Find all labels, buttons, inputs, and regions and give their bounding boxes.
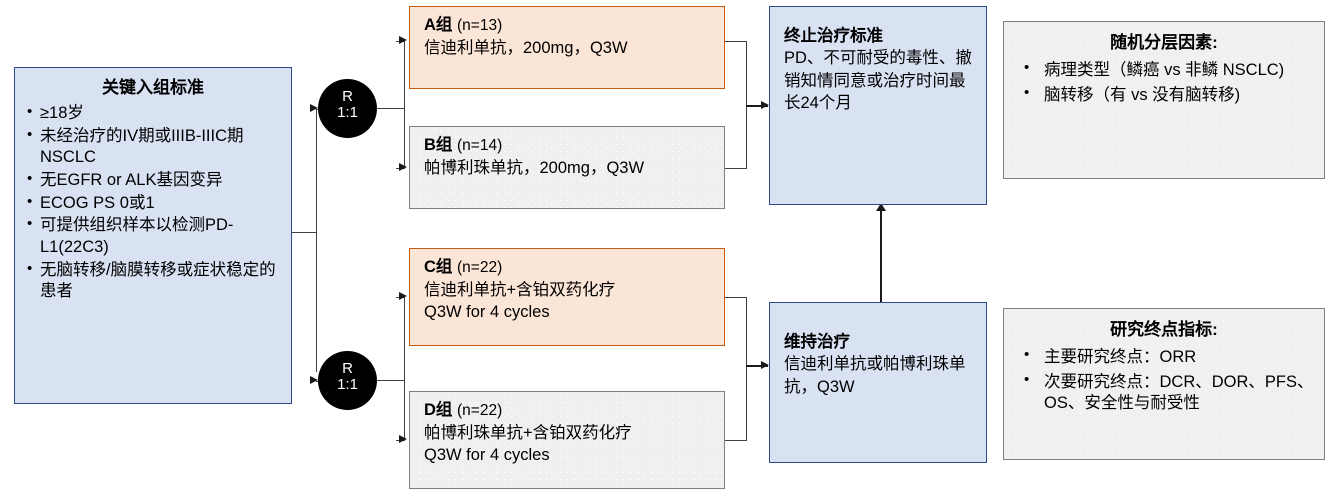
randomization-ratio: 1:1: [337, 104, 358, 122]
list-item: 次要研究终点：DCR、DOR、PFS、OS、安全性与耐受性: [1014, 370, 1314, 416]
termination-title: 终止治疗标准: [784, 27, 883, 45]
arm-c-regimen: 信迪利单抗+含铂双药化疗: [424, 280, 616, 299]
arrow-to-arm-c-icon: [399, 292, 407, 300]
list-item: 无脑转移/脑膜转移或症状稳定的患者: [25, 259, 281, 303]
arm-d-count: (n=22): [457, 402, 503, 419]
arm-b-count: (n=14): [457, 137, 503, 154]
study-endpoints-panel: 研究终点指标: 主要研究终点：ORR 次要研究终点：DCR、DOR、PFS、OS…: [1003, 308, 1325, 460]
stratification-list: 病理类型（鳞癌 vs 非鳞 NSCLC) 脑转移（有 vs 没有脑转移): [1014, 58, 1314, 107]
connector-r2-stub: [377, 380, 405, 381]
arm-c-name: C组: [424, 258, 453, 276]
arrow-to-maintenance-icon: [761, 361, 769, 369]
enrollment-criteria-list: ≥18岁 未经治疗的IV期或IIIB-IIIC期NSCLC 无EGFR or A…: [25, 102, 281, 303]
connector-r1-split: [404, 41, 405, 168]
arrow-to-r2-icon: [310, 376, 318, 384]
stratification-title: 随机分层因素:: [1110, 33, 1218, 52]
connector-armB-out: [725, 168, 747, 169]
arm-c-header: C组 (n=22): [424, 257, 724, 279]
arm-a-name: A组: [424, 16, 453, 34]
list-item: ECOG PS 0或1: [25, 192, 281, 215]
arm-d-schedule: Q3W for 4 cycles: [424, 445, 550, 464]
arrow-to-arm-b-icon: [399, 163, 407, 171]
arm-d-box: D组 (n=22) 帕博利珠单抗+含铂双药化疗 Q3W for 4 cycles: [409, 391, 725, 489]
list-item: 病理类型（鳞癌 vs 非鳞 NSCLC): [1014, 58, 1314, 82]
arrow-up-to-termination-icon: [876, 203, 886, 211]
randomization-ratio: 1:1: [337, 376, 358, 394]
arrow-to-r1-icon: [310, 104, 318, 112]
arm-c-box: C组 (n=22) 信迪利单抗+含铂双药化疗 Q3W for 4 cycles: [409, 248, 725, 346]
connector-ab-to-termination: [746, 105, 768, 107]
arm-d-header: D组 (n=22): [424, 400, 724, 422]
termination-body: PD、不可耐受的毒性、撤销知情同意或治疗时间最长24个月: [784, 49, 972, 113]
arrow-to-arm-a-icon: [399, 36, 407, 44]
arm-b-header: B组 (n=14): [424, 135, 724, 157]
connector-r2-split: [404, 297, 405, 440]
arm-c-count: (n=22): [457, 259, 503, 276]
arm-a-regimen: 信迪利单抗，200mg，Q3W: [424, 38, 628, 57]
connector-enroll-vertical: [316, 109, 317, 372]
list-item: 脑转移（有 vs 没有脑转移): [1014, 83, 1314, 107]
connector-enroll-stub: [292, 232, 317, 233]
maintenance-body: 信迪利单抗或帕博利珠单抗，Q3W: [784, 355, 966, 396]
arm-b-name: B组: [424, 136, 453, 154]
randomization-circle-bottom: R 1:1: [318, 351, 377, 410]
arm-d-name: D组: [424, 401, 453, 419]
connector-armD-out: [725, 440, 747, 441]
list-item: 未经治疗的IV期或IIIB-IIIC期NSCLC: [25, 125, 281, 169]
arrow-to-termination-icon: [761, 101, 769, 109]
randomization-label: R: [342, 88, 353, 105]
stratification-factors-panel: 随机分层因素: 病理类型（鳞癌 vs 非鳞 NSCLC) 脑转移（有 vs 没有…: [1003, 21, 1325, 179]
connector-r1-stub: [377, 108, 405, 109]
connector-cd-merge: [746, 297, 747, 441]
list-item: 主要研究终点：ORR: [1014, 345, 1314, 369]
arrow-to-arm-d-icon: [399, 435, 407, 443]
randomization-label: R: [342, 360, 353, 377]
list-item: 可提供组织样本以检测PD-L1(22C3): [25, 214, 281, 258]
enrollment-title: 关键入组标准: [102, 78, 204, 97]
connector-armA-out: [725, 41, 747, 42]
endpoints-title: 研究终点指标:: [1110, 320, 1218, 339]
connector-cd-to-maintenance: [746, 365, 768, 367]
maintenance-treatment-box: 维持治疗 信迪利单抗或帕博利珠单抗，Q3W: [769, 302, 987, 463]
enrollment-criteria-box: 关键入组标准 ≥18岁 未经治疗的IV期或IIIB-IIIC期NSCLC 无EG…: [14, 67, 292, 404]
randomization-circle-top: R 1:1: [318, 79, 377, 138]
arm-d-regimen: 帕博利珠单抗+含铂双药化疗: [424, 423, 632, 442]
arm-c-schedule: Q3W for 4 cycles: [424, 302, 550, 321]
arm-b-box: B组 (n=14) 帕博利珠单抗，200mg，Q3W: [409, 126, 725, 209]
arm-a-box: A组 (n=13) 信迪利单抗，200mg，Q3W: [409, 6, 725, 89]
connector-maintenance-to-termination: [880, 208, 882, 303]
arm-a-header: A组 (n=13): [424, 15, 724, 37]
list-item: 无EGFR or ALK基因变异: [25, 169, 281, 192]
termination-criteria-box: 终止治疗标准 PD、不可耐受的毒性、撤销知情同意或治疗时间最长24个月: [769, 6, 987, 205]
arm-b-regimen: 帕博利珠单抗，200mg，Q3W: [424, 158, 645, 177]
termination-text: 终止治疗标准 PD、不可耐受的毒性、撤销知情同意或治疗时间最长24个月: [784, 25, 974, 115]
arm-a-count: (n=13): [457, 17, 503, 34]
maintenance-text: 维持治疗 信迪利单抗或帕博利珠单抗，Q3W: [784, 331, 974, 398]
endpoints-list: 主要研究终点：ORR 次要研究终点：DCR、DOR、PFS、OS、安全性与耐受性: [1014, 345, 1314, 416]
list-item: ≥18岁: [25, 102, 281, 125]
maintenance-title: 维持治疗: [784, 333, 850, 351]
connector-armC-out: [725, 297, 747, 298]
